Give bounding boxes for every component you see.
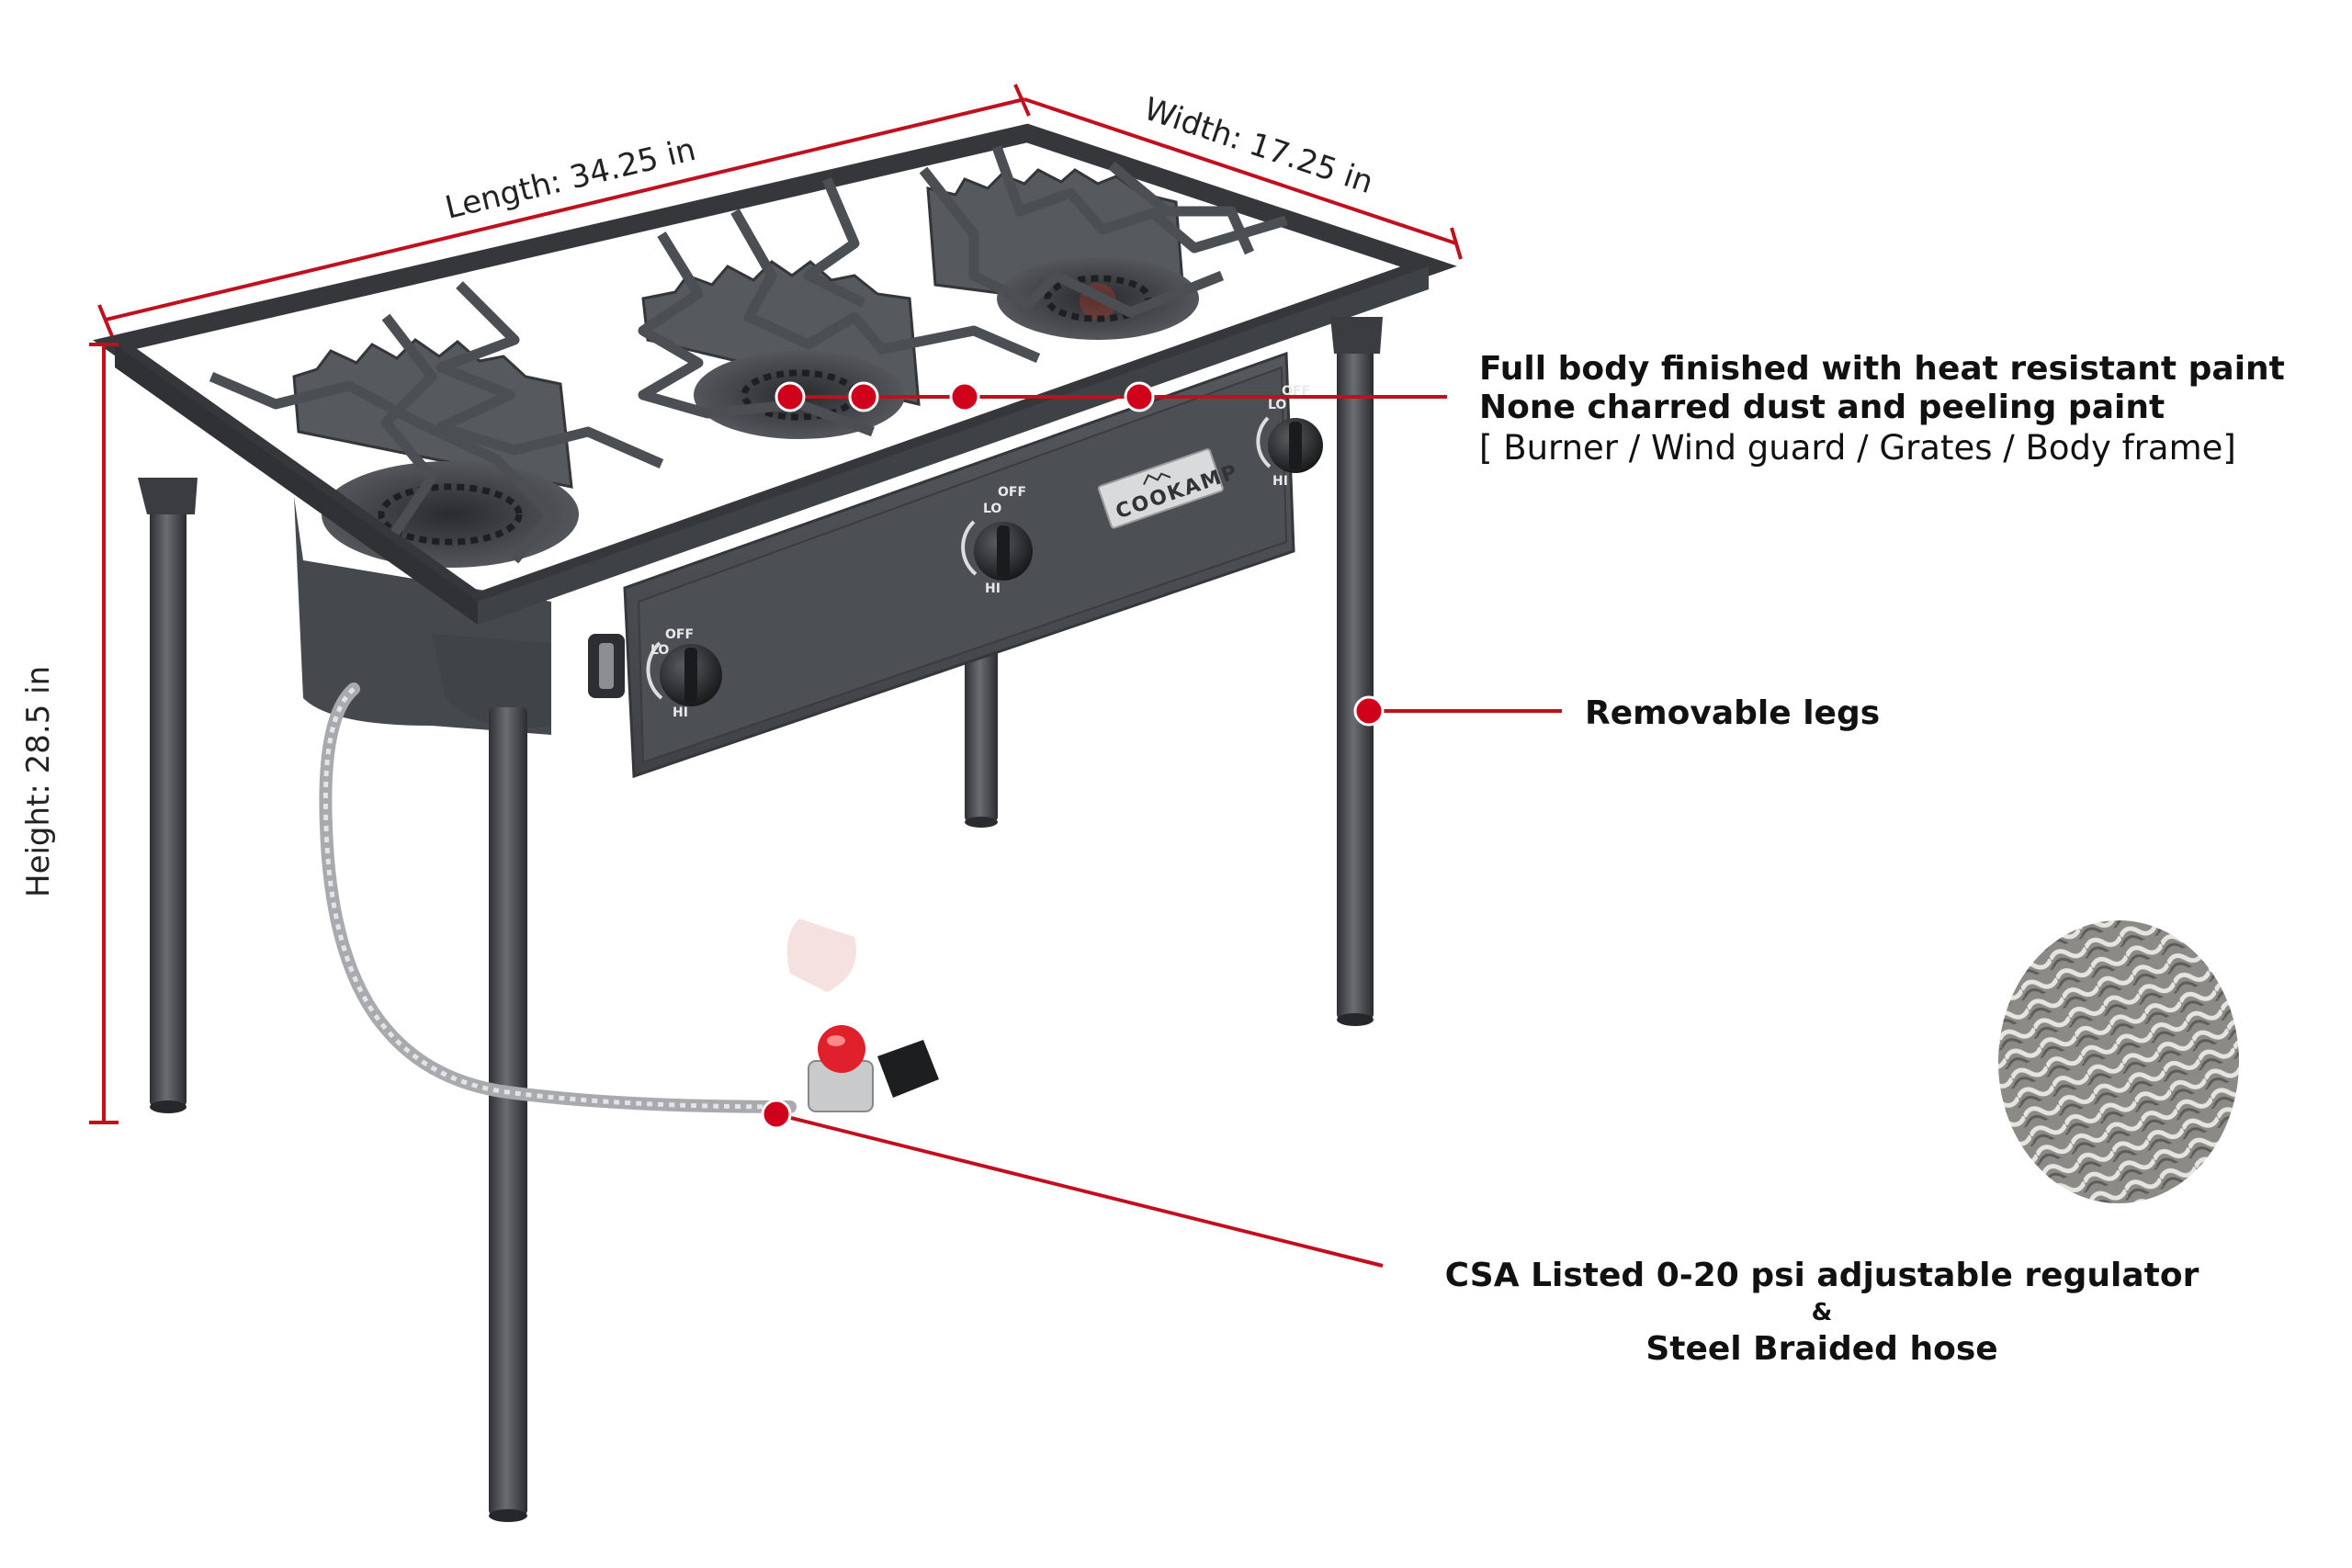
knob-lo-label: LO: [650, 643, 669, 658]
length-dimension-line: [105, 97, 1025, 321]
knob-lo-label: LO: [1268, 398, 1286, 412]
callout-dot: [761, 1099, 792, 1130]
knob-left: OFF LO HI: [646, 627, 722, 720]
grates: [209, 145, 1288, 564]
knob-off-label: OFF: [998, 485, 1026, 500]
braided-hose-closeup: [1993, 915, 2245, 1209]
stove: OFF LO HI OFF LO HI OFF LO HI COOKAMP: [93, 123, 1457, 1522]
paint-callout-line1: Full body finished with heat resistant p…: [1479, 350, 2285, 388]
callout-legs: Removable legs: [1353, 694, 1880, 732]
right-front-leg: [1337, 321, 1374, 1020]
front-left-leg: [150, 491, 187, 1107]
width-dimension-line: [1023, 97, 1457, 245]
callout-dot: [775, 381, 806, 412]
control-panel: [637, 366, 1288, 764]
regulator-callout-line2: Steel Braided hose: [1645, 1330, 1997, 1368]
height-label: Height: 28.5 in: [20, 666, 57, 897]
paint-callout-line2: None charred dust and peeling paint: [1479, 389, 2165, 426]
knob-hi-label: HI: [985, 581, 1001, 596]
knob-center: OFF LO HI: [961, 485, 1033, 596]
dimension-lines: [89, 84, 1463, 1124]
callout-dot: [1353, 695, 1385, 727]
regulator-callout-line1: CSA Listed 0-20 psi adjustable regulator: [1445, 1257, 2199, 1294]
top-frame: [93, 123, 1457, 625]
callout-dot: [848, 381, 879, 412]
center-front-leg: [489, 707, 527, 1516]
callout-dot: [949, 381, 980, 412]
knob-hi-label: HI: [1272, 474, 1288, 489]
steel-braided-hose: [319, 682, 797, 1113]
legs-callout: Removable legs: [1585, 694, 1880, 732]
callout-regulator: CSA Listed 0-20 psi adjustable regulator…: [761, 1099, 2199, 1368]
knob-lo-label: LO: [983, 502, 1001, 516]
hose-regulator: [319, 682, 939, 1113]
knob-off-label: OFF: [665, 627, 694, 642]
regulator-knob: [818, 1025, 865, 1073]
knob-hi-label: HI: [673, 705, 688, 720]
callout-dot: [1124, 381, 1155, 412]
paint-callout-line3: [ Burner / Wind guard / Grates / Body fr…: [1479, 428, 2236, 468]
regulator-callout-amp: &: [1812, 1299, 1833, 1326]
callout-paint: Full body finished with heat resistant p…: [775, 350, 2285, 468]
